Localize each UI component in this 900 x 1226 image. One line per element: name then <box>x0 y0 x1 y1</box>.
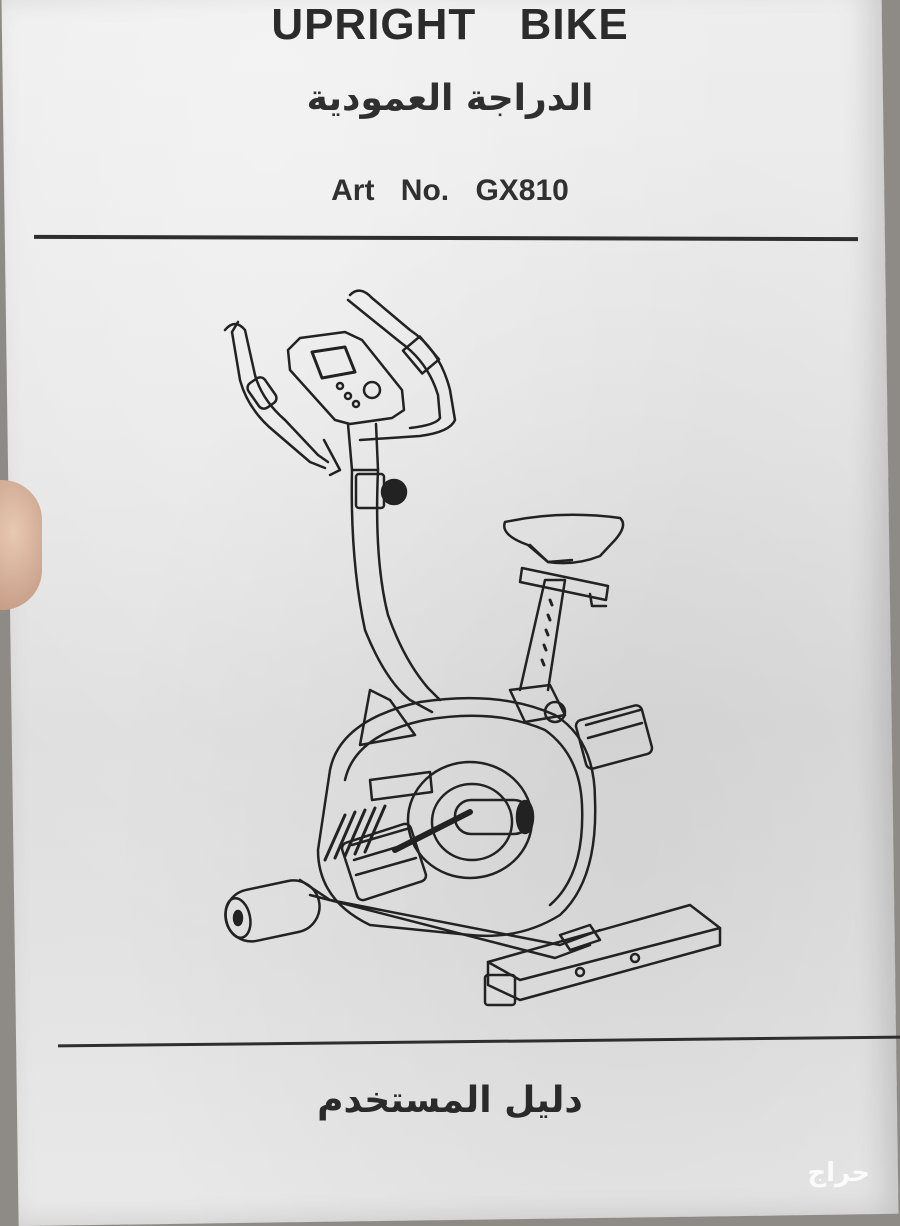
watermark-logo: حراج <box>807 1158 870 1188</box>
page-title: UPRIGHT BIKE <box>271 0 629 49</box>
article-number: Art No. GX810 <box>331 174 569 207</box>
arabic-title: الدراجة العمودية <box>306 78 594 119</box>
upright-exercise-bike-icon <box>223 289 722 1007</box>
user-manual-label: دليل المستخدم <box>317 1080 583 1121</box>
finger-holding-page <box>0 480 42 610</box>
